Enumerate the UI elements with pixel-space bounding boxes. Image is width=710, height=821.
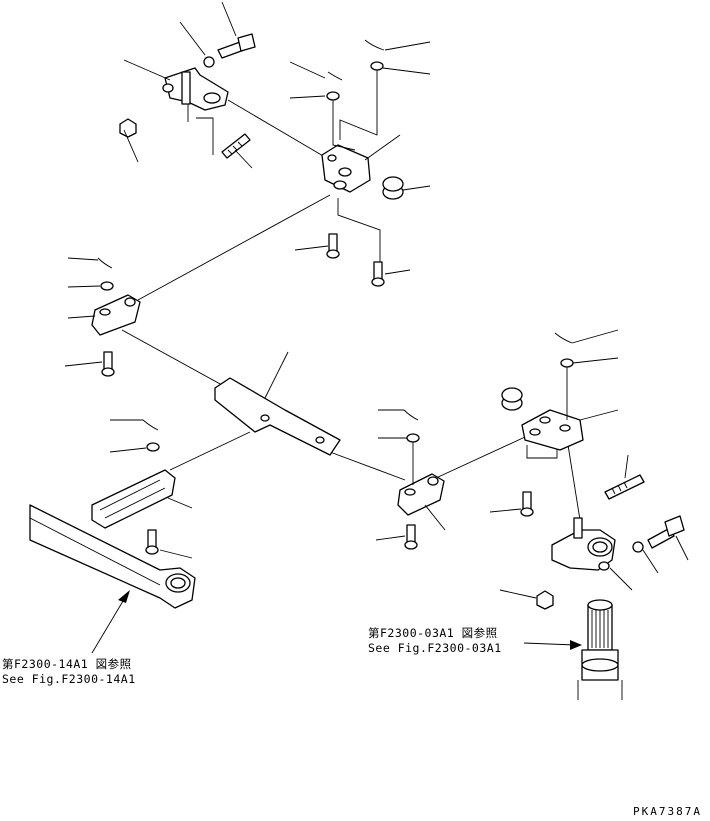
left-mid-clevis [91,294,141,336]
top-right-cotter-pin [327,71,343,81]
reference-note-left-en: See Fig.F2300-14A1 [2,672,136,686]
top-washer [203,56,215,68]
reference-note-left: 第F2300-14A1 図参照 See Fig.F2300-14A1 [2,657,136,687]
bottom-left-pin [145,529,159,555]
steering-clamp-arm [551,517,616,571]
right-center-washer [406,433,420,443]
right-stud-bolt [604,474,645,500]
right-washer [560,358,574,368]
steering-shaft [577,599,623,700]
right-bushing [501,387,523,411]
left-mid-washer [100,281,114,291]
right-cotter-pin [554,332,573,344]
long-arm [29,504,196,609]
bottom-left-cotter-pin [142,419,159,431]
ref-arrow-left [91,590,130,654]
clamp-nut [536,590,554,610]
top-bolt [217,33,256,59]
clamp-bolt [647,515,685,549]
reference-note-right-jp: 第F2300-03A1 図参照 [368,626,498,640]
callout-leaders [64,1,689,599]
top-right-pin-2 [371,261,385,287]
reference-note-right-en: See Fig.F2300-03A1 [368,641,502,655]
top-right-clevis [321,144,371,193]
top-nut [119,118,137,138]
clamp-washer [632,541,644,553]
bottom-left-slotted-link [91,469,176,529]
right-clevis [521,409,584,451]
right-center-clevis [397,473,445,516]
reference-note-left-jp: 第F2300-14A1 図参照 [2,657,132,671]
right-pin [520,491,534,517]
top-right-bushing [382,176,404,200]
top-right-pin-1 [326,233,340,259]
linkage-lines [121,99,581,521]
left-mid-pin [101,351,115,377]
bottom-left-washer [146,442,160,452]
reference-note-right: 第F2300-03A1 図参照 See Fig.F2300-03A1 [368,626,502,656]
top-right-cotter-pin-2 [364,39,385,51]
drawing-code: PKA7387A [633,805,702,818]
top-right-washer-2 [370,61,384,71]
right-center-pin [404,524,418,550]
top-right-washer [326,91,340,101]
top-left-bracket [162,67,229,122]
center-lever [214,377,341,456]
left-mid-cotter-pin [97,257,113,269]
ref-arrow-right [523,640,582,650]
right-center-cotter-pin [403,409,419,421]
top-stud-bolt [221,133,251,159]
